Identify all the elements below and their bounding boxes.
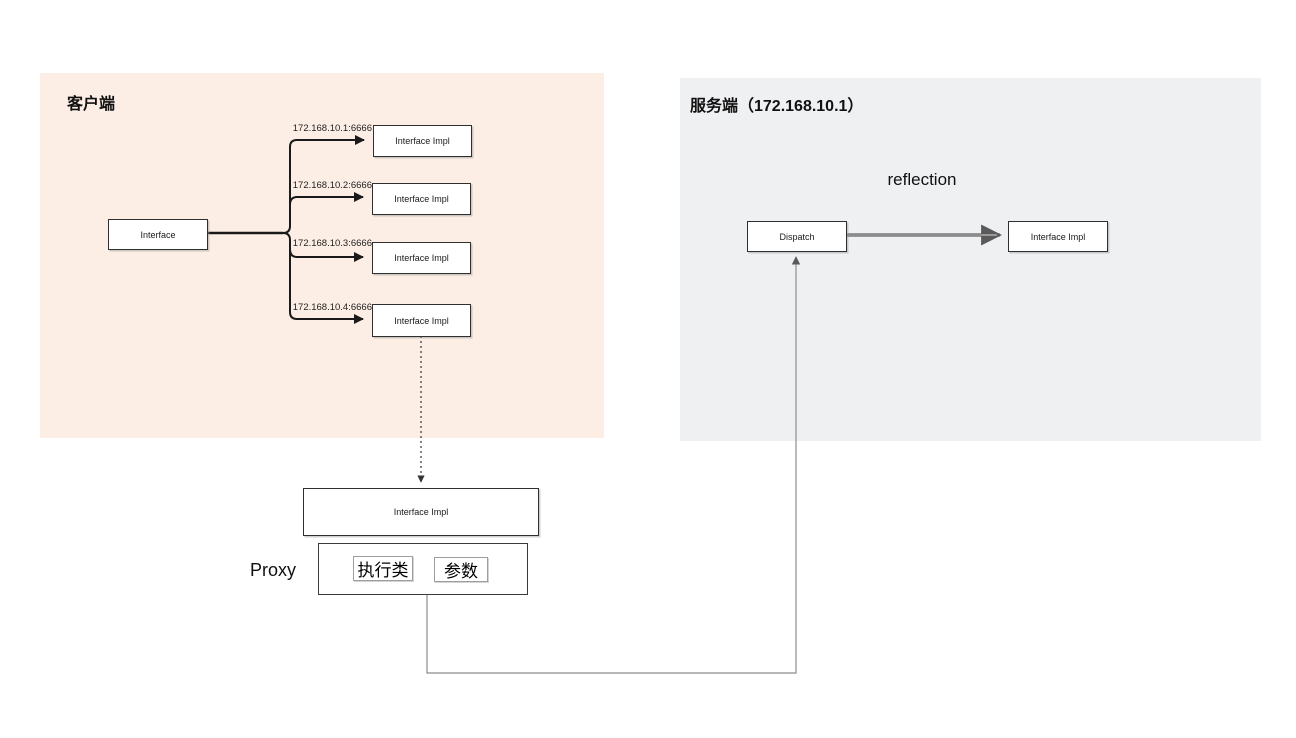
branch-line-3 <box>289 248 364 262</box>
proxy-to-dispatch-line <box>426 256 801 674</box>
proxy-label: Proxy <box>249 560 296 580</box>
branch-line-1 <box>282 135 365 234</box>
reflection-label: reflection <box>887 170 957 189</box>
ip-label-1: 172.168.10.1:6666 <box>292 123 372 134</box>
proxy-interface-impl-box: Interface Impl <box>303 488 539 536</box>
branch-line-2 <box>289 192 364 206</box>
proxy-wrapper-box <box>318 543 528 595</box>
server-interface-impl-box: Interface Impl <box>1008 221 1108 252</box>
server-panel <box>680 78 1261 441</box>
interface-impl-box-2: Interface Impl <box>372 183 471 215</box>
branch-line-4 <box>282 232 364 324</box>
ip-label-2: 172.168.10.2:6666 <box>292 180 372 191</box>
params-box: 参数 <box>434 557 488 582</box>
ip-label-4: 172.168.10.4:6666 <box>292 302 372 313</box>
interface-impl-box-3: Interface Impl <box>372 242 471 274</box>
server-panel-title: 服务端（172.168.10.1） <box>690 98 864 115</box>
client-panel <box>40 73 604 438</box>
interface-box: Interface <box>108 219 208 250</box>
dispatch-box: Dispatch <box>747 221 847 252</box>
executor-class-box: 执行类 <box>353 556 413 581</box>
interface-impl-box-4: Interface Impl <box>372 304 471 337</box>
interface-impl-box-1: Interface Impl <box>373 125 472 157</box>
client-panel-title: 客户端 <box>67 96 116 113</box>
ip-label-3: 172.168.10.3:6666 <box>292 238 372 249</box>
